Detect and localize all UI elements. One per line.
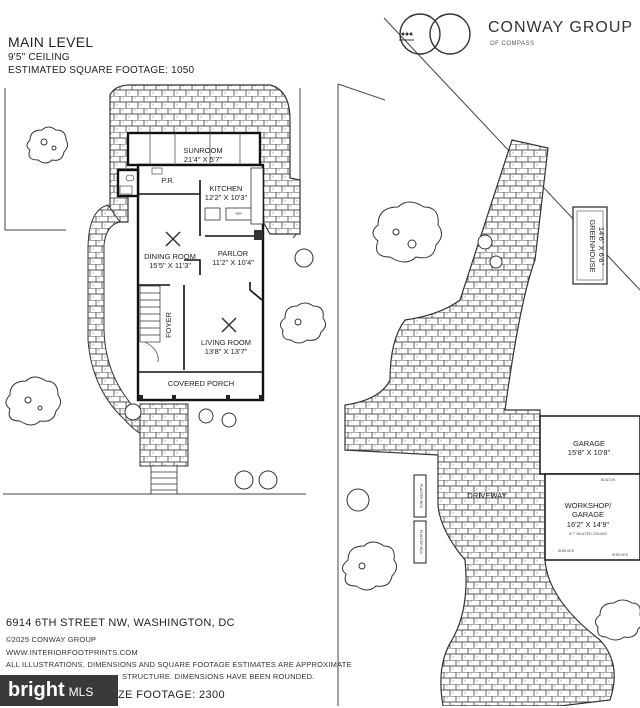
interior-walls: [138, 180, 263, 373]
front-steps-paving: [139, 403, 189, 467]
brand-name: CONWAY GROUP: [488, 19, 634, 36]
greenhouse-dims: 14'6" X 6'6": [597, 227, 606, 266]
garage: [539, 415, 640, 475]
planter-box-label-1: PLANTER BOX: [419, 484, 423, 509]
brand-sub: OF COMPASS: [490, 41, 535, 47]
workshop-label-2: GARAGE: [572, 510, 604, 519]
dn-label: DN: [160, 399, 166, 403]
fireplace: [254, 230, 263, 240]
copyright: ©2025 CONWAY GROUP: [6, 635, 97, 644]
ceiling-height: 9'5" CEILING: [8, 52, 70, 63]
porch-posts: [139, 395, 263, 400]
ceiling-fan-dining: [165, 231, 181, 247]
planter-boxes: [413, 474, 427, 564]
foyer-label: FOYER: [164, 312, 173, 338]
tree-right-2: [342, 541, 398, 591]
garage-label: GARAGE: [573, 439, 605, 448]
sunroom-label: SUNROOM: [183, 146, 222, 155]
planter-box-label-2: PLANTER BOX: [419, 530, 423, 555]
kitchen-label: KITCHEN: [210, 184, 243, 193]
shrubs-right: [346, 234, 503, 512]
disclaimer-line-1: ALL ILLUSTRATIONS, DIMENSIONS AND SQUARE…: [6, 660, 352, 669]
parlor-dims: 11'2" X 10'4": [212, 258, 254, 267]
property-address: 6914 6TH STREET NW, WASHINGTON, DC: [6, 617, 235, 629]
garage-dims: 15'8" X 10'8": [568, 448, 611, 457]
workshop-dims: 16'2" X 14'9": [567, 520, 610, 529]
workshop-ceiling-note: 8'7" VAULTED CEILING: [569, 532, 607, 536]
total-square-footage: ZE FOOTAGE: 2300: [118, 689, 226, 701]
staircase: [139, 285, 161, 363]
estimated-sqft: ESTIMATED SQUARE FOOTAGE: 1050: [8, 65, 195, 76]
tree-left-1: [26, 126, 69, 164]
powder-room-fixtures: [119, 167, 163, 195]
greenhouse: [572, 206, 608, 285]
workshop-garage: [544, 473, 640, 561]
parlor-label: PARLOR: [218, 249, 249, 258]
tree-right-3: [594, 599, 640, 641]
greenhouse-label: GREENHOUSE: [588, 219, 597, 272]
driveway-label: DRIVEWAY: [467, 491, 506, 500]
floor-title: MAIN LEVEL: [8, 34, 94, 50]
dining-room-dims: 15'5" X 11'3": [149, 261, 191, 270]
disclaimer-line-2: STRUCTURE. DIMENSIONS HAVE BEEN ROUNDED.: [122, 672, 315, 681]
shrubs-left: [124, 248, 314, 490]
built-in-label: BUILT-IN: [601, 478, 616, 482]
covered-porch-label: COVERED PORCH: [168, 379, 234, 388]
powder-room-label: P.R.: [161, 176, 175, 185]
sunroom-windows: [149, 133, 241, 165]
front-stairs: [150, 465, 178, 495]
shelves-label-2: SHELVES: [612, 553, 629, 557]
kitchen-counters: [204, 167, 264, 225]
website: WWW.INTERIORFOOTPRINTS.COM: [6, 648, 138, 657]
dining-room-label: DINING ROOM: [144, 252, 196, 261]
conway-group-logo: [399, 13, 471, 55]
sunroom-dims: 21'4" X 5'7": [184, 155, 223, 164]
shelves-label-1: SHELVES: [558, 549, 575, 553]
fp-label: FP: [256, 235, 261, 239]
kitchen-dims: 12'2" X 10'3": [205, 193, 248, 202]
workshop-label: WORKSHOP/: [565, 501, 613, 510]
tree-left-3: [279, 302, 327, 344]
watermark-suffix: MLS: [68, 685, 94, 699]
ref-label: REF: [236, 212, 243, 216]
watermark-brand: bright: [8, 679, 65, 701]
living-room-label: LIVING ROOM: [201, 338, 251, 347]
tree-right-1: [372, 201, 442, 263]
tree-left-2: [5, 376, 62, 426]
ceiling-fan-living: [221, 317, 237, 333]
living-room-dims: 13'8" X 13'7": [205, 347, 248, 356]
